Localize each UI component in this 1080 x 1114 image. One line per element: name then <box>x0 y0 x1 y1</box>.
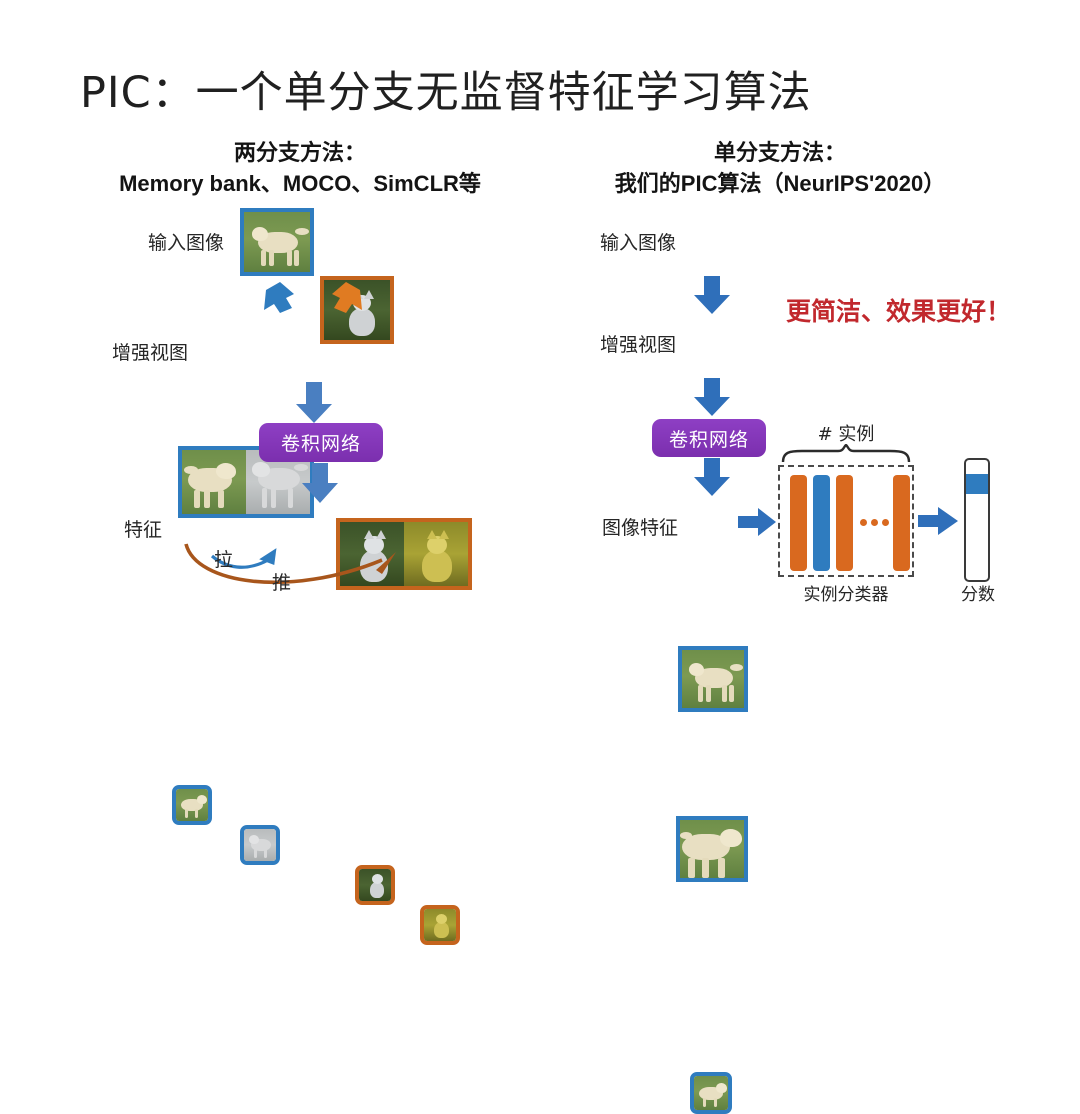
right-label-augmented: 增强视图 <box>599 334 676 356</box>
left-feature-dog-2 <box>240 825 280 865</box>
right-arrow-classifier-to-score <box>918 507 958 535</box>
classifier-ellipsis-dot-2 <box>871 519 878 526</box>
classifier-bar-3 <box>836 475 853 571</box>
left-label-augmented: 增强视图 <box>111 342 188 364</box>
right-arrow-feature-to-classifier <box>738 508 776 536</box>
slide-canvas: PIC：一个单分支无监督特征学习算法 两分支方法： Memory bank、MO… <box>60 68 1020 1114</box>
page-title: PIC：一个单分支无监督特征学习算法 <box>80 68 812 118</box>
left-feature-dog-1 <box>172 785 212 825</box>
classifier-ellipsis-dot-3 <box>882 519 889 526</box>
left-convnet-box: 卷积网络 <box>259 423 383 462</box>
left-arrow-blue-diagonal <box>264 282 294 313</box>
left-arrow-convnet-to-features <box>302 463 338 503</box>
instance-classifier-box <box>778 465 914 577</box>
right-label-image-feature: 图像特征 <box>601 517 678 539</box>
left-arrows-into-convnet <box>296 382 332 423</box>
right-heading-line2: 我们的PIC算法（NeurIPS'2020） <box>614 171 946 196</box>
left-label-input: 输入图像 <box>147 232 224 254</box>
classifier-ellipsis-dot-1 <box>860 519 867 526</box>
classifier-bar-1 <box>790 475 807 571</box>
instance-count-label: # 实例 <box>817 424 875 445</box>
left-heading-line1: 两分支方法： <box>233 140 366 165</box>
right-convnet-box: 卷积网络 <box>652 419 766 457</box>
emphasis-text: 更简洁、效果更好！ <box>786 297 1012 326</box>
right-heading-line1: 单分支方法： <box>713 140 846 165</box>
left-label-feature: 特征 <box>123 519 162 541</box>
classifier-bar-2 <box>813 475 830 571</box>
left-input-image-dog <box>240 208 314 276</box>
right-arrow-input-to-augmented <box>694 276 730 314</box>
left-column-heading: 两分支方法： Memory bank、MOCO、SimCLR等 <box>60 138 540 200</box>
left-arrow-orange-diagonal <box>332 282 362 313</box>
right-arrow-convnet-to-feature <box>694 458 730 496</box>
classifier-bar-n <box>893 475 910 571</box>
score-bar <box>964 458 990 582</box>
right-arrow-augmented-to-convnet <box>694 378 730 416</box>
right-augmented-view-dog <box>676 816 748 882</box>
instance-brace <box>781 444 911 463</box>
left-label-push: 推 <box>272 572 292 594</box>
left-label-pull: 拉 <box>214 549 234 571</box>
right-input-image-dog <box>678 646 748 712</box>
left-augmented-views-cat <box>336 518 472 590</box>
right-column-heading: 单分支方法： 我们的PIC算法（NeurIPS'2020） <box>540 138 1020 200</box>
left-pull-arrow <box>210 548 277 569</box>
score-bar-fill <box>966 474 988 494</box>
instance-classifier-caption: 实例分类器 <box>803 585 889 605</box>
score-label: 分数 <box>961 585 995 605</box>
right-label-input: 输入图像 <box>599 232 676 254</box>
left-feature-cat-2 <box>420 905 460 945</box>
left-push-arrow <box>184 543 396 584</box>
left-feature-cat-1 <box>355 865 395 905</box>
right-image-feature-thumb <box>690 1072 732 1114</box>
left-heading-line2: Memory bank、MOCO、SimCLR等 <box>119 171 481 196</box>
